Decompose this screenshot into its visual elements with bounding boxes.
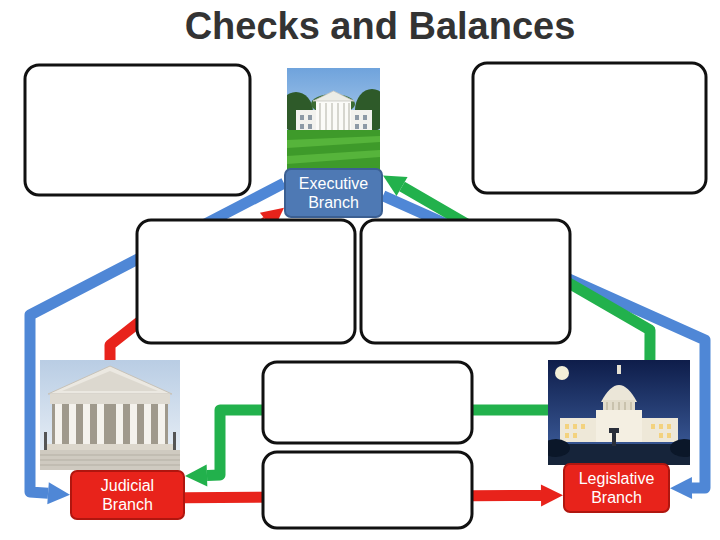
- diagram-title: Checks and Balances: [40, 6, 720, 48]
- supreme-court-photo-part-part: [69, 404, 76, 444]
- supreme-court-photo-part: [40, 455, 180, 465]
- arrow-head: [383, 176, 408, 197]
- capitol-photo-part-part: [573, 433, 577, 438]
- capitol-photo-part: [606, 402, 632, 411]
- capitol-photo-part-part: [573, 424, 577, 429]
- answer-box-part: [473, 63, 706, 193]
- supreme-court-photo-part: [55, 404, 165, 444]
- supreme-court-photo-part-part: [144, 404, 151, 444]
- white-house-photo-part-part: [325, 103, 327, 130]
- capitol-photo-part: [596, 410, 642, 442]
- supreme-court-photo-part-part: [83, 404, 90, 444]
- capitol-photo-part: [548, 439, 570, 457]
- capitol-photo-part-part: [618, 402, 620, 411]
- branch-label-box: Executive Branch: [284, 168, 383, 218]
- white-house-photo-part: [313, 91, 354, 101]
- capitol-photo-part: [601, 385, 637, 402]
- supreme-court-photo-part-part: [40, 465, 180, 466]
- branch-label-box: Judicial Branch: [70, 470, 185, 520]
- white-house-photo-part-part: [300, 115, 304, 120]
- capitol-photo-part: [555, 366, 569, 380]
- answer-box-part: [263, 362, 472, 443]
- white-house-photo-part: [316, 100, 351, 132]
- white-house-photo-part: [287, 150, 380, 164]
- capitol-photo-part-part: [606, 402, 608, 411]
- arrow-head: [185, 464, 207, 486]
- supreme-court-photo: [40, 360, 180, 470]
- capitol-photo-part-part: [624, 402, 626, 411]
- capitol-photo-part-part: [651, 424, 655, 429]
- white-house-photo-part: [287, 130, 380, 170]
- white-house-photo-part-part: [355, 115, 359, 120]
- supreme-court-photo-part-part: [40, 460, 180, 461]
- white-house-photo-part-part: [363, 124, 367, 129]
- supreme-court-photo-part-part: [55, 404, 62, 444]
- capitol-photo-part-part: [612, 402, 614, 411]
- branch-name: Legislative Branch: [571, 469, 662, 507]
- white-house-photo: [287, 68, 380, 170]
- supreme-court-photo-part: [173, 432, 176, 450]
- arrow-head: [670, 477, 692, 499]
- arrow-head: [47, 482, 70, 504]
- capitol-photo: [548, 360, 690, 465]
- capitol-photo-part-part: [565, 424, 569, 429]
- supreme-court-photo-part: [48, 366, 172, 394]
- white-house-photo-part-part: [348, 103, 350, 130]
- supreme-court-photo-part: [50, 394, 170, 404]
- capitol-photo-part-part: [630, 402, 632, 411]
- white-house-photo-part: [287, 68, 380, 170]
- white-house-photo-part-part: [363, 115, 367, 120]
- capitol-photo-part: [565, 424, 671, 438]
- answer-box-part: [361, 220, 570, 343]
- capitol-photo-part-part: [667, 424, 671, 429]
- white-house-photo-part: [287, 136, 380, 148]
- branch-name: Judicial Branch: [78, 476, 177, 514]
- answer-box: [25, 63, 706, 528]
- capitol-photo-part: [609, 428, 619, 433]
- arrow-head: [541, 484, 563, 506]
- supreme-court-photo-part-part: [158, 404, 165, 444]
- answer-box-part: [263, 452, 472, 528]
- capitol-photo-part: [617, 365, 621, 374]
- supreme-court-photo-part-part: [40, 455, 180, 456]
- branch-label-box: Legislative Branch: [563, 463, 670, 513]
- branch-name: Executive Branch: [292, 174, 375, 212]
- capitol-photo-part-part: [565, 433, 569, 438]
- white-house-photo-part-part: [300, 124, 304, 129]
- white-house-photo-part-part: [308, 115, 312, 120]
- white-house-photo-part-part: [343, 103, 345, 130]
- white-house-photo-part-part: [337, 103, 339, 130]
- capitol-photo-part-part: [667, 433, 671, 438]
- white-house-photo-part-part: [331, 103, 333, 130]
- answer-box-part: [25, 65, 250, 195]
- supreme-court-photo-part: [40, 360, 180, 470]
- capitol-photo-part: [612, 432, 616, 446]
- answer-box-part: [137, 220, 355, 343]
- capitol-photo-part-part: [659, 424, 663, 429]
- supreme-court-photo-part: [44, 432, 47, 450]
- supreme-court-photo-part: [46, 444, 174, 450]
- capitol-photo-part: [670, 439, 690, 457]
- supreme-court-photo-part: [52, 404, 168, 444]
- white-house-photo-part-part: [355, 124, 359, 129]
- supreme-court-photo-part-part: [97, 404, 104, 444]
- supreme-court-photo-part-part: [116, 404, 123, 444]
- capitol-photo-part-part: [659, 433, 663, 438]
- white-house-photo-part: [319, 103, 350, 130]
- supreme-court-photo-part: [40, 450, 180, 470]
- supreme-court-photo-part-part: [130, 404, 137, 444]
- white-house-photo-part-part: [319, 103, 321, 130]
- white-house-photo-part-part: [308, 124, 312, 129]
- supreme-court-photo-part: [62, 371, 158, 391]
- white-house-photo-part: [300, 115, 367, 129]
- capitol-photo-part-part: [581, 424, 585, 429]
